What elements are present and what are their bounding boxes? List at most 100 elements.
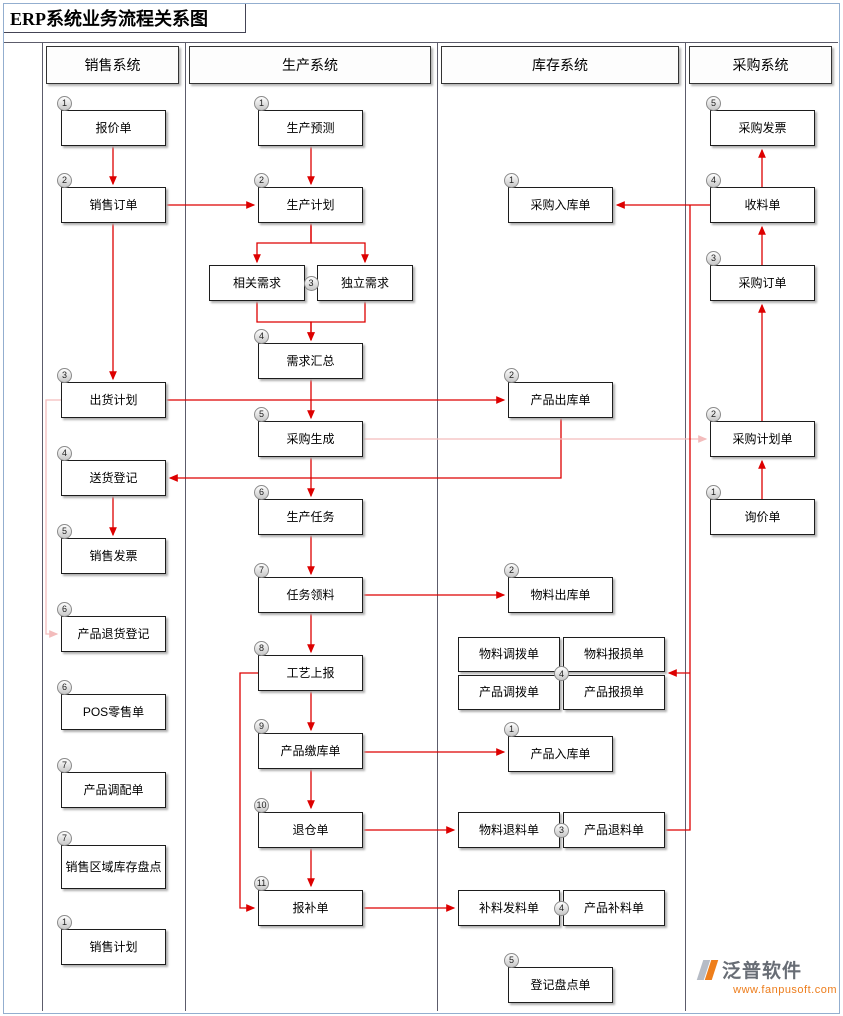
node-purchase-invoice-label: 采购发票 xyxy=(738,120,787,135)
node-purchase-generation-label: 采购生成 xyxy=(286,431,335,446)
node-purchase-inbound-badge: 1 xyxy=(504,173,519,188)
edge-shipping-plan-to-return-registration xyxy=(45,399,61,638)
node-production-forecast-label: 生产预测 xyxy=(286,120,335,135)
page-frame xyxy=(3,3,840,1014)
node-feed-issue: 补料发料单 xyxy=(458,890,560,926)
node-product-inbound-badge: 1 xyxy=(504,722,519,737)
node-sales-plan-badge: 1 xyxy=(57,915,72,930)
node-material-loss-label: 物料报损单 xyxy=(583,647,644,662)
node-sales-plan: 销售计划 1 xyxy=(57,915,166,965)
watermark-url[interactable]: www.fanpusoft.com xyxy=(733,984,837,996)
lane-divider-2 xyxy=(185,42,186,1011)
node-material-outbound-badge: 2 xyxy=(504,563,519,578)
node-purchase-inbound: 采购入库单 1 xyxy=(504,173,613,223)
node-sales-invoice-label: 销售发票 xyxy=(89,548,138,563)
node-purchase-plan-form: 采购计划单 2 xyxy=(706,407,815,457)
node-product-storage-form: 产品缴库单 9 xyxy=(254,719,363,769)
diagram-top-border xyxy=(4,42,838,43)
node-supplement-report-form-label: 报补单 xyxy=(292,900,329,915)
node-sales-order-label: 销售订单 xyxy=(89,197,138,212)
lane-header-3: 库存系统 xyxy=(441,46,679,84)
node-stocktake-registration-badge: 5 xyxy=(504,953,519,968)
node-task-requisition-label: 任务领料 xyxy=(286,587,335,602)
node-material-transfer: 物料调拨单 xyxy=(458,637,560,672)
node-purchase-plan-form-label: 采购计划单 xyxy=(732,431,793,446)
lane-divider-3 xyxy=(437,42,438,1011)
node-warehouse-return-form-badge: 10 xyxy=(254,798,269,813)
node-product-return: 产品退料单 xyxy=(563,812,665,848)
node-purchase-plan-form-badge: 2 xyxy=(706,407,721,422)
node-process-report-badge: 8 xyxy=(254,641,269,656)
node-quotation: 报价单 1 xyxy=(57,96,166,146)
watermark-brand: 泛普软件 xyxy=(722,961,803,982)
node-product-storage-form-badge: 9 xyxy=(254,719,269,734)
node-independent-demand: 独立需求 xyxy=(317,265,413,301)
node-shipping-plan-label: 出货计划 xyxy=(89,392,138,407)
junction-badge-4: 4 xyxy=(554,900,569,916)
node-delivery-registration-badge: 4 xyxy=(57,446,72,461)
node-material-return-label: 物料退料单 xyxy=(478,822,539,837)
node-sales-area-stocktake-label: 销售区域库存盘点 xyxy=(65,859,162,874)
page-title: ERP系统业务流程关系图 xyxy=(4,4,246,33)
node-demand-summary-badge: 4 xyxy=(254,329,269,344)
node-product-loss-label: 产品报损单 xyxy=(583,685,644,700)
node-purchase-inbound-label: 采购入库单 xyxy=(530,197,591,212)
node-pos-retail-label: POS零售单 xyxy=(82,704,145,719)
node-product-transfer: 产品调拨单 xyxy=(458,675,560,710)
node-production-task-badge: 6 xyxy=(254,485,269,500)
node-sales-invoice: 销售发票 5 xyxy=(57,524,166,574)
node-delivery-registration-label: 送货登记 xyxy=(89,470,138,485)
node-quotation-label: 报价单 xyxy=(95,120,132,135)
node-production-plan-label: 生产计划 xyxy=(286,197,335,212)
node-material-return: 物料退料单 xyxy=(458,812,560,848)
node-product-inbound-label: 产品入库单 xyxy=(530,746,591,761)
node-product-loss: 产品报损单 xyxy=(563,675,665,710)
node-purchase-invoice: 采购发票 5 xyxy=(706,96,815,146)
junction-badge-2: 4 xyxy=(554,666,569,681)
edge-production-plan-to-related-demand xyxy=(253,223,312,264)
node-stocktake-registration: 登记盘点单 5 xyxy=(504,953,613,1003)
node-sales-order-badge: 2 xyxy=(57,173,72,188)
node-related-demand-label: 相关需求 xyxy=(232,275,281,290)
node-purchase-invoice-badge: 5 xyxy=(706,96,721,111)
node-product-allocation-badge: 7 xyxy=(57,758,72,773)
node-product-supplement-label: 产品补料单 xyxy=(583,900,644,915)
node-sales-invoice-badge: 5 xyxy=(57,524,72,539)
node-sales-order: 销售订单 2 xyxy=(57,173,166,223)
node-production-forecast-badge: 1 xyxy=(254,96,269,111)
node-receiving-form-badge: 4 xyxy=(706,173,721,188)
edge-production-plan-to-independent-demand xyxy=(310,223,369,264)
node-delivery-registration: 送货登记 4 xyxy=(57,446,166,496)
node-product-storage-form-label: 产品缴库单 xyxy=(280,743,341,758)
node-production-forecast: 生产预测 1 xyxy=(254,96,363,146)
node-warehouse-return-form: 退仓单 10 xyxy=(254,798,363,848)
node-inquiry-form-label: 询价单 xyxy=(744,509,781,524)
node-shipping-plan-badge: 3 xyxy=(57,368,72,383)
node-product-transfer-label: 产品调拨单 xyxy=(478,685,539,700)
node-product-return-registration-label: 产品退货登记 xyxy=(77,626,150,641)
junction-badge-3: 3 xyxy=(554,822,569,838)
node-quotation-badge: 1 xyxy=(57,96,72,111)
lane-divider-1 xyxy=(42,42,43,1011)
node-sales-plan-label: 销售计划 xyxy=(89,939,138,954)
node-stocktake-registration-label: 登记盘点单 xyxy=(530,977,591,992)
node-material-outbound-label: 物料出库单 xyxy=(530,587,591,602)
lane-header-4: 采购系统 xyxy=(689,46,832,84)
node-feed-issue-label: 补料发料单 xyxy=(478,900,539,915)
node-product-supplement: 产品补料单 xyxy=(563,890,665,926)
edge-product-return-up-line xyxy=(665,205,691,831)
node-product-inbound: 产品入库单 1 xyxy=(504,722,613,772)
node-product-allocation-label: 产品调配单 xyxy=(83,782,144,797)
node-warehouse-return-form-label: 退仓单 xyxy=(292,822,329,837)
